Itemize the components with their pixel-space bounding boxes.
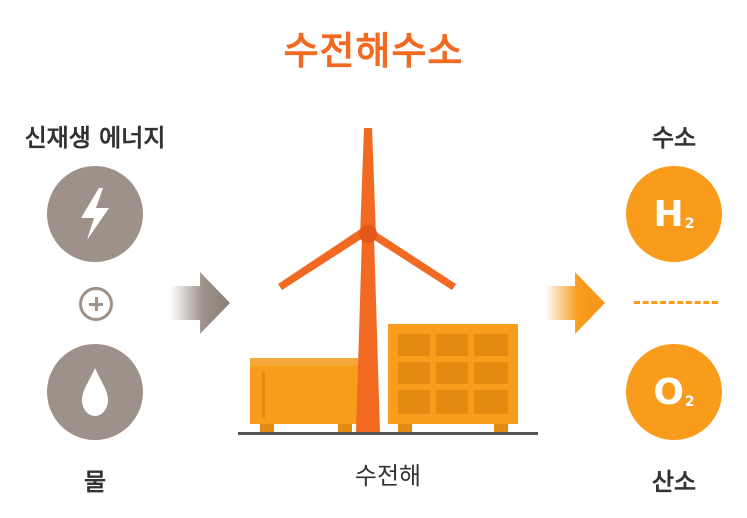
wind-turbine-icon [278, 128, 456, 432]
oxygen-label: 산소 [651, 468, 697, 496]
arrow-right-icon [545, 272, 605, 334]
electrolysis-illustration [238, 128, 538, 435]
oxygen-circle: O2 [626, 344, 722, 440]
renewable-energy-circle [47, 166, 143, 262]
water-circle [47, 344, 143, 440]
electrolysis-label: 수전해 [354, 462, 422, 490]
page-title: 수전해수소 [283, 29, 464, 73]
hydrogen-label: 수소 [651, 124, 697, 152]
arrow-right-icon [170, 272, 230, 334]
battery-container-icon [250, 358, 362, 432]
plus-icon [79, 287, 113, 321]
water-drop-icon [82, 368, 108, 416]
divider-dashed [634, 301, 718, 304]
water-label: 물 [83, 468, 107, 496]
hydrogen-circle: H2 [626, 166, 722, 262]
renewable-energy-label: 신재생 에너지 [24, 124, 166, 152]
solar-panel-icon [388, 324, 518, 432]
lightning-icon [81, 188, 109, 240]
oxygen-symbol: O2 [653, 371, 695, 413]
hydrogen-symbol: H2 [653, 193, 695, 235]
